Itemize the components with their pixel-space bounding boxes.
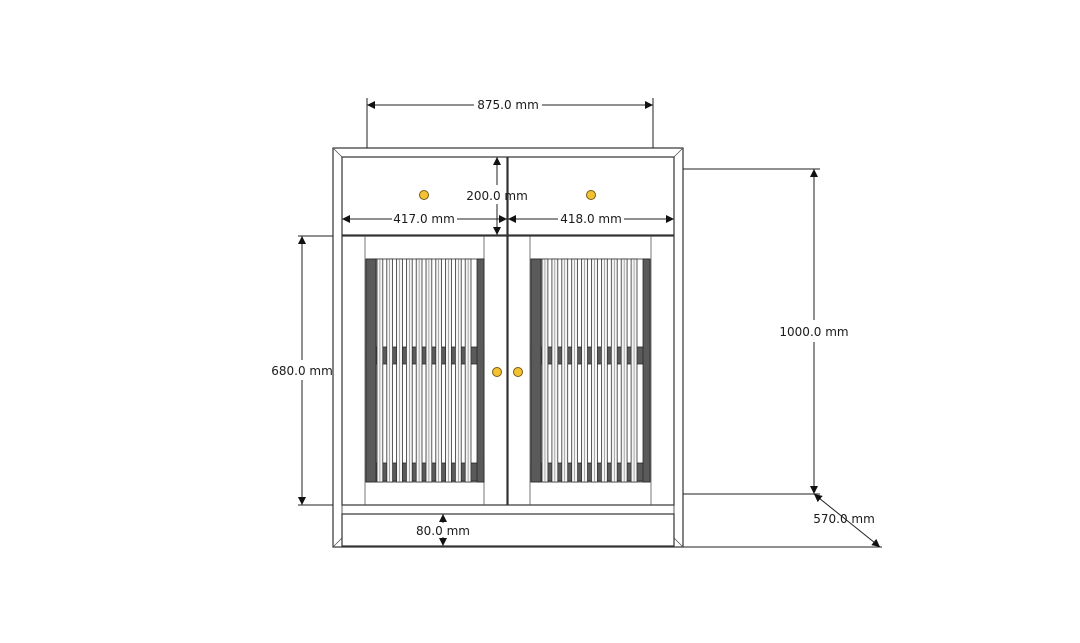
label-plinth-height: 80.0 mm	[416, 524, 470, 538]
drawer-right-knob	[586, 190, 596, 200]
dimension-total-height: 1000.0 mm	[683, 168, 849, 495]
label-width-top: 875.0 mm	[477, 98, 539, 112]
door-right-grille-frame	[530, 258, 651, 483]
drawer-left-knob	[419, 190, 429, 200]
dimension-door-height: 680.0 mm	[271, 235, 333, 506]
dimension-depth: 570.0 mm	[683, 493, 882, 548]
label-drawer-left-width: 417.0 mm	[393, 212, 455, 226]
door-left-grille-edge-right	[476, 258, 485, 483]
label-drawer-right-width: 418.0 mm	[560, 212, 622, 226]
door-row	[341, 235, 675, 506]
dimension-drawer-widths: 417.0 mm 418.0 mm	[342, 212, 674, 226]
dimension-width-top: 875.0 mm	[366, 98, 654, 148]
door-left-grille-edge-left	[365, 258, 377, 483]
door-right-grille-edge-left	[530, 258, 542, 483]
dimension-plinth-height: 80.0 mm	[416, 514, 470, 546]
door-right-slats	[530, 258, 651, 483]
label-total-height: 1000.0 mm	[779, 325, 848, 339]
door-left-grille-frame	[365, 258, 485, 483]
plinth	[341, 513, 675, 547]
door-left-slats	[365, 258, 485, 483]
door-left-knob	[492, 367, 502, 377]
dimension-drawer-height: 200.0 mm	[466, 157, 528, 235]
label-depth: 570.0 mm	[813, 512, 875, 526]
label-door-height: 680.0 mm	[271, 364, 333, 378]
door-right-knob	[513, 367, 523, 377]
label-drawer-height: 200.0 mm	[466, 189, 528, 203]
door-right-grille-edge-right	[642, 258, 651, 483]
drawer-row	[341, 156, 675, 236]
